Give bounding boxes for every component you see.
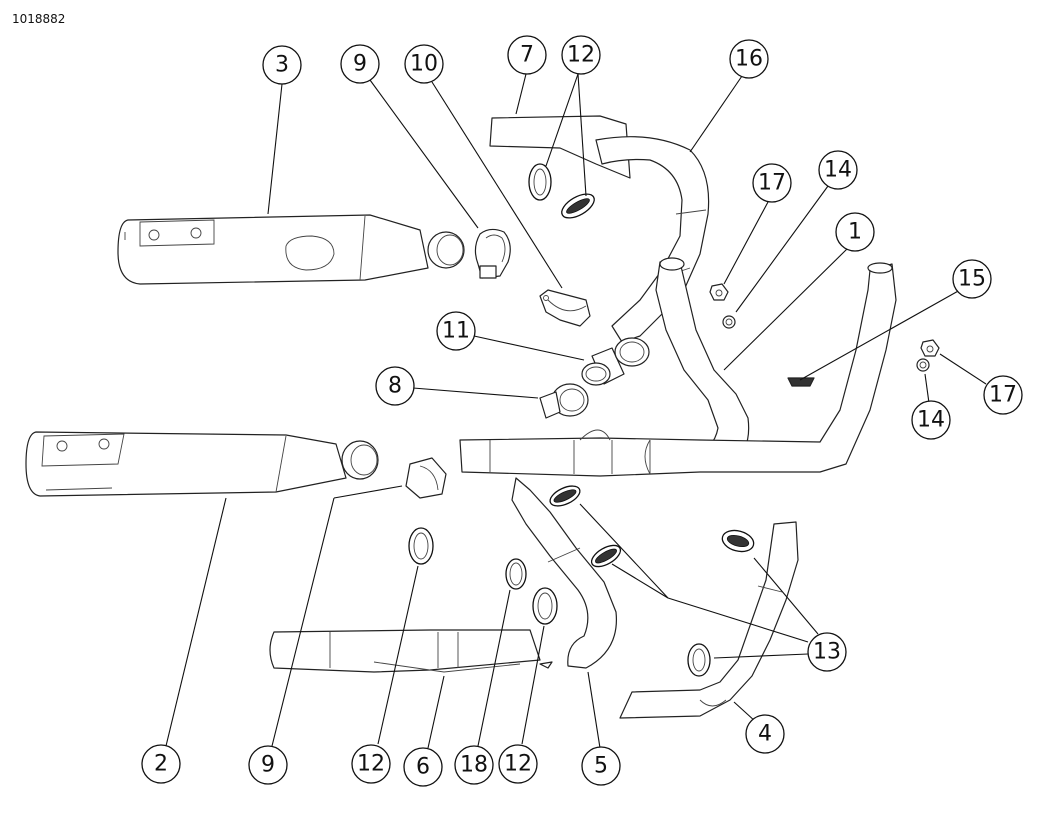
callout-12-bottom-b: 12 xyxy=(498,744,538,784)
callout-6: 6 xyxy=(403,747,443,787)
crossover-pipe-6 xyxy=(269,629,553,673)
muffler-lower xyxy=(25,431,379,497)
svg-text:12: 12 xyxy=(504,752,532,777)
svg-text:12: 12 xyxy=(567,43,595,68)
nut-17-left xyxy=(709,283,729,301)
callout-13: 13 xyxy=(807,632,847,672)
svg-text:17: 17 xyxy=(989,383,1017,408)
callout-3: 3 xyxy=(262,45,302,85)
clamp-18 xyxy=(505,558,527,590)
svg-text:14: 14 xyxy=(917,408,945,433)
callout-15: 15 xyxy=(952,259,992,299)
callout-5: 5 xyxy=(581,746,621,786)
clamp-13-b xyxy=(590,544,622,568)
callout-18: 18 xyxy=(454,745,494,785)
svg-text:9: 9 xyxy=(261,753,275,778)
header-pipe-main xyxy=(459,262,897,477)
callout-9-upper: 9 xyxy=(340,44,380,84)
callout-1: 1 xyxy=(835,212,875,252)
nut-17-right xyxy=(920,339,940,357)
header-pipe-4 xyxy=(619,521,799,719)
clamp-13-d xyxy=(687,643,711,677)
callout-7: 7 xyxy=(507,35,547,75)
svg-text:1: 1 xyxy=(848,220,862,245)
clamp-12-d xyxy=(532,587,558,625)
callout-14-upper: 14 xyxy=(818,150,858,190)
muffler-upper xyxy=(117,214,465,285)
clamp-9-upper xyxy=(474,228,511,279)
callout-14-lower: 14 xyxy=(911,400,951,440)
callout-16: 16 xyxy=(729,39,769,79)
clamp-8 xyxy=(539,383,589,419)
svg-text:8: 8 xyxy=(388,374,402,399)
figure-id: 1018882 xyxy=(12,12,66,26)
callout-10: 10 xyxy=(404,44,444,84)
svg-text:3: 3 xyxy=(275,53,289,78)
clamp-12-c xyxy=(408,527,434,565)
callout-8: 8 xyxy=(375,366,415,406)
badge-15 xyxy=(787,377,815,387)
callout-4: 4 xyxy=(745,714,785,754)
callout-17-lower: 17 xyxy=(983,375,1023,415)
svg-text:6: 6 xyxy=(416,755,430,780)
callout-11: 11 xyxy=(436,311,476,351)
svg-text:16: 16 xyxy=(735,47,763,72)
clamp-13-a xyxy=(549,485,581,507)
callout-12-bottom-a: 12 xyxy=(351,744,391,784)
svg-text:12: 12 xyxy=(357,752,385,777)
svg-text:15: 15 xyxy=(958,267,986,292)
svg-text:2: 2 xyxy=(154,752,168,777)
svg-text:9: 9 xyxy=(353,52,367,77)
svg-text:10: 10 xyxy=(410,52,438,77)
clamp-13-c xyxy=(721,529,755,553)
svg-text:14: 14 xyxy=(824,158,852,183)
callout-17-upper: 17 xyxy=(752,163,792,203)
header-pipe-rear xyxy=(511,477,618,669)
callout-2: 2 xyxy=(141,744,181,784)
svg-text:5: 5 xyxy=(594,754,608,779)
bracket-10 xyxy=(539,289,591,327)
washer-14-left xyxy=(722,315,736,329)
leader-lines xyxy=(165,73,987,749)
washer-14-right xyxy=(916,358,930,372)
clamp-12-b xyxy=(561,193,595,219)
clamp-12-a xyxy=(528,163,552,201)
callout-9-lower: 9 xyxy=(248,745,288,785)
svg-text:11: 11 xyxy=(442,319,470,344)
svg-text:7: 7 xyxy=(520,43,534,68)
svg-text:18: 18 xyxy=(460,753,488,778)
callout-12-top: 12 xyxy=(561,35,601,75)
header-pipe-front xyxy=(655,257,750,471)
svg-text:17: 17 xyxy=(758,171,786,196)
svg-text:13: 13 xyxy=(813,640,841,665)
clamp-9-lower xyxy=(405,457,447,499)
svg-text:4: 4 xyxy=(758,722,772,747)
